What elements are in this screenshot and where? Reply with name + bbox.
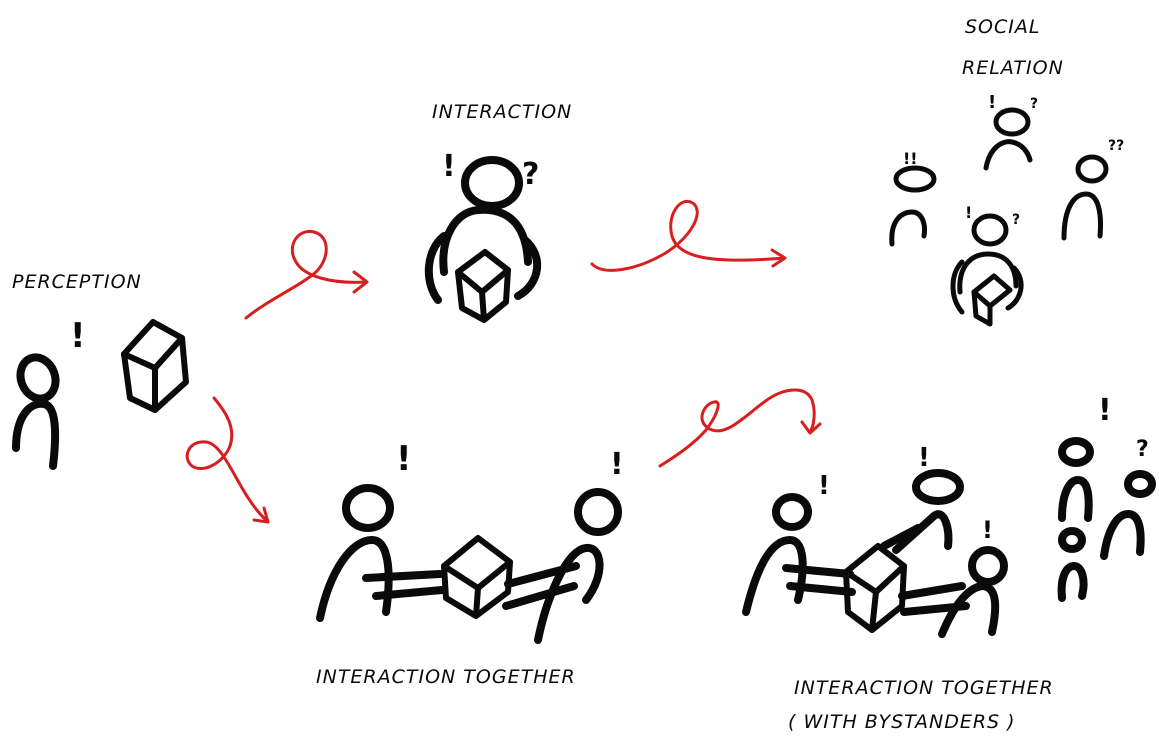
interaction-together-label: INTERACTION TOGETHER	[316, 666, 576, 688]
arrow-together-to-bystanders	[658, 388, 822, 468]
interaction-question-mark: ?	[522, 157, 539, 192]
bystander-right-question-mark: ?	[1136, 437, 1149, 462]
social-center-question-mark: ?	[1012, 212, 1020, 228]
interaction-exclaim-mark: !	[442, 149, 456, 184]
together-left-exclaim-mark: !	[396, 439, 412, 479]
perception-label: PERCEPTION	[12, 271, 142, 293]
interaction-label: INTERACTION	[432, 101, 572, 123]
group-right-person	[898, 546, 1008, 638]
bystanders-stage: INTERACTION TOGETHER ( WITH BYSTANDERS )…	[742, 393, 1156, 733]
arrow-perception-to-interaction-together	[185, 396, 270, 524]
together-right-person	[502, 488, 622, 644]
together-left-person	[316, 484, 446, 622]
object-box	[121, 319, 189, 413]
social-top-exclaim-mark: !	[988, 92, 996, 113]
group-left-person	[742, 493, 856, 616]
bystanders-label-line1: INTERACTION TOGETHER	[794, 677, 1054, 699]
bystander-right: ?	[1100, 437, 1156, 560]
bystander-top: !	[1058, 393, 1112, 522]
social-center-exclaim-mark: !	[965, 203, 972, 222]
social-person-center: ! ?	[950, 203, 1024, 327]
social-relation-label-line1: SOCIAL	[965, 16, 1040, 38]
social-top-question-mark: ?	[1030, 96, 1038, 112]
arrow-perception-to-interaction	[244, 229, 369, 320]
interaction-together-stage: INTERACTION TOGETHER ! !	[316, 439, 624, 688]
interaction-stage: INTERACTION ! ?	[424, 101, 572, 323]
bystander-bottom	[1057, 527, 1088, 602]
social-relation-stage: SOCIAL RELATION ! ? !! ??	[889, 16, 1124, 327]
together-shared-box	[441, 535, 513, 619]
perceiving-person	[12, 353, 60, 470]
social-person-top: ! ?	[983, 92, 1038, 171]
held-box	[455, 249, 511, 323]
social-person-right: ??	[1061, 138, 1124, 241]
social-relation-label-line2: RELATION	[962, 57, 1064, 79]
group-top-person	[880, 469, 964, 554]
perception-stage: PERCEPTION !	[12, 271, 189, 470]
together-right-exclaim-mark: !	[610, 447, 624, 482]
bystanders-label-line2: ( WITH BYSTANDERS )	[788, 711, 1016, 733]
social-right-question-mark: ??	[1108, 138, 1124, 154]
bystanders-right-exclaim-mark: !	[982, 516, 993, 544]
social-person-left: !!	[889, 149, 937, 247]
interacting-person	[424, 156, 542, 304]
perception-exclaim-mark: !	[70, 316, 86, 356]
group-shared-box	[843, 543, 907, 633]
bystanders-left-exclaim-mark: !	[818, 471, 830, 501]
bystanders-top-exclaim-mark: !	[918, 443, 930, 473]
arrow-interaction-to-social-relation	[590, 199, 787, 272]
bystander-top-exclaim-mark: !	[1098, 393, 1112, 428]
social-left-exclaim-mark: !!	[903, 149, 918, 168]
